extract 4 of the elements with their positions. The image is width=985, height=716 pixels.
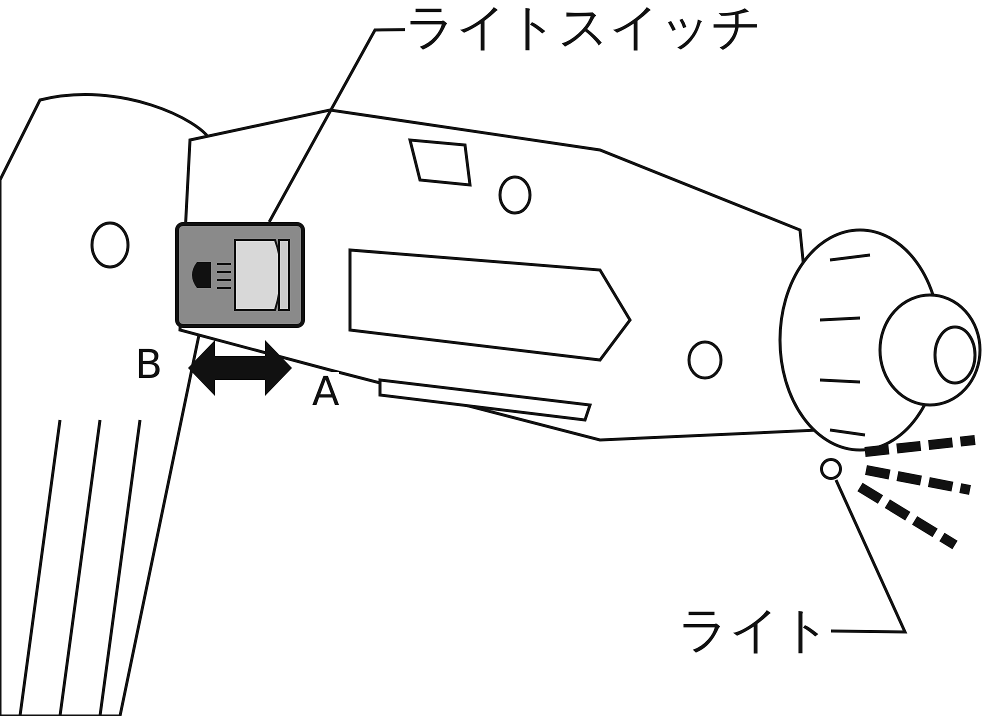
- leader-line: [268, 28, 406, 223]
- slide-switch: [175, 222, 305, 328]
- leader-line: [830, 479, 908, 634]
- lamp: [820, 458, 842, 480]
